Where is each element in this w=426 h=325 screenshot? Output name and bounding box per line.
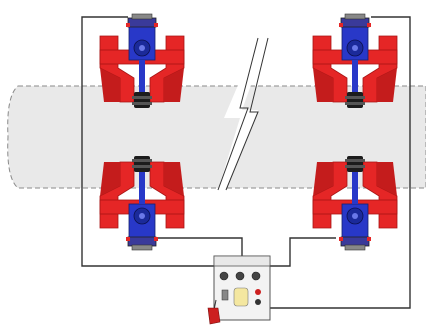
mode-button[interactable] — [255, 299, 261, 305]
unit-top-left — [99, 13, 185, 109]
unit-bottom-right — [312, 155, 398, 251]
control-box-lid-line — [213, 255, 271, 267]
break-edge-right — [225, 37, 269, 191]
break-gap — [218, 38, 268, 190]
power-button[interactable] — [255, 289, 261, 295]
connector-icon — [251, 271, 261, 281]
remote-pendant[interactable] — [207, 299, 221, 325]
pipe-break-symbol — [217, 37, 269, 191]
switch-icon[interactable] — [221, 289, 229, 301]
control-box[interactable] — [213, 255, 271, 321]
unit-top-right — [312, 13, 398, 109]
indicator-light — [233, 287, 249, 307]
pipe-lifting-unit-icon — [312, 155, 398, 251]
pipe-lifting-unit-icon — [99, 155, 185, 251]
unit-bottom-left — [99, 155, 185, 251]
cable-top-right — [270, 16, 411, 309]
pipe-lifting-unit-icon — [99, 13, 185, 109]
cable-top-left — [81, 16, 218, 267]
control-cables — [81, 16, 411, 309]
cable-bottom-right — [270, 237, 336, 267]
remote-pendant-icon[interactable] — [207, 307, 221, 325]
break-edge-left — [217, 37, 259, 191]
connector-icon — [235, 271, 245, 281]
connector-icon — [219, 271, 229, 281]
pipe-lifting-unit-icon — [312, 13, 398, 109]
cable-bottom-left — [156, 237, 243, 258]
